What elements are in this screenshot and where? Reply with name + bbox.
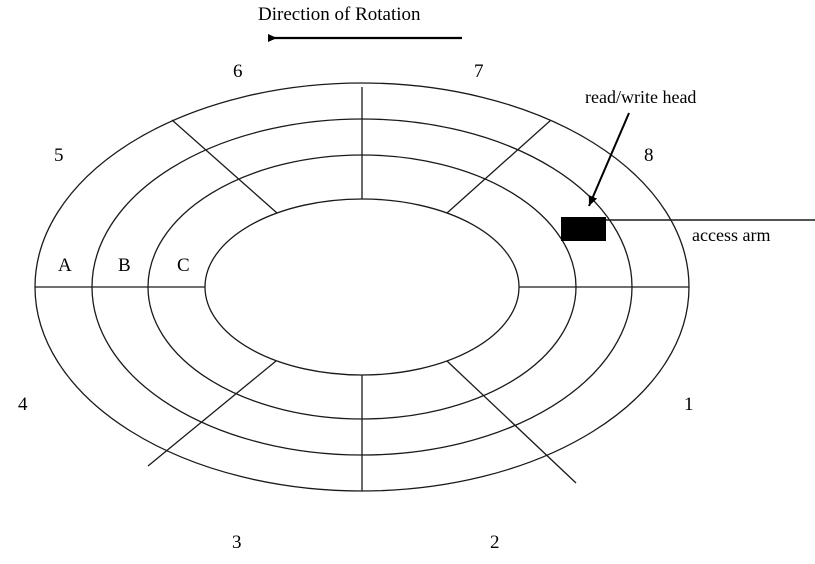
track-label-b: B (118, 255, 131, 276)
sector-label-8: 8 (644, 145, 654, 166)
read-write-head-block (561, 217, 606, 241)
sector-label-5: 5 (54, 145, 64, 166)
page-title: Direction of Rotation (258, 4, 421, 25)
track-ring-inner (204, 198, 520, 376)
sector-label-6: 6 (233, 61, 243, 82)
sector-label-2: 2 (490, 532, 500, 553)
sector-divider-southwest (147, 360, 277, 467)
sector-divider-northeast (446, 119, 552, 214)
sector-divider-southeast (446, 360, 577, 484)
track-label-c: C (177, 255, 190, 276)
sector-divider-northwest (171, 119, 278, 214)
read-write-head-pointer (588, 112, 630, 207)
sector-label-1: 1 (684, 394, 694, 415)
track-label-a: A (58, 255, 72, 276)
sector-divider-lines (35, 87, 689, 491)
sector-label-4: 4 (18, 394, 28, 415)
sector-label-3: 3 (232, 532, 242, 553)
sector-label-7: 7 (474, 61, 484, 82)
read-write-head-label: read/write head (585, 87, 697, 107)
access-arm-label: access arm (692, 225, 771, 245)
